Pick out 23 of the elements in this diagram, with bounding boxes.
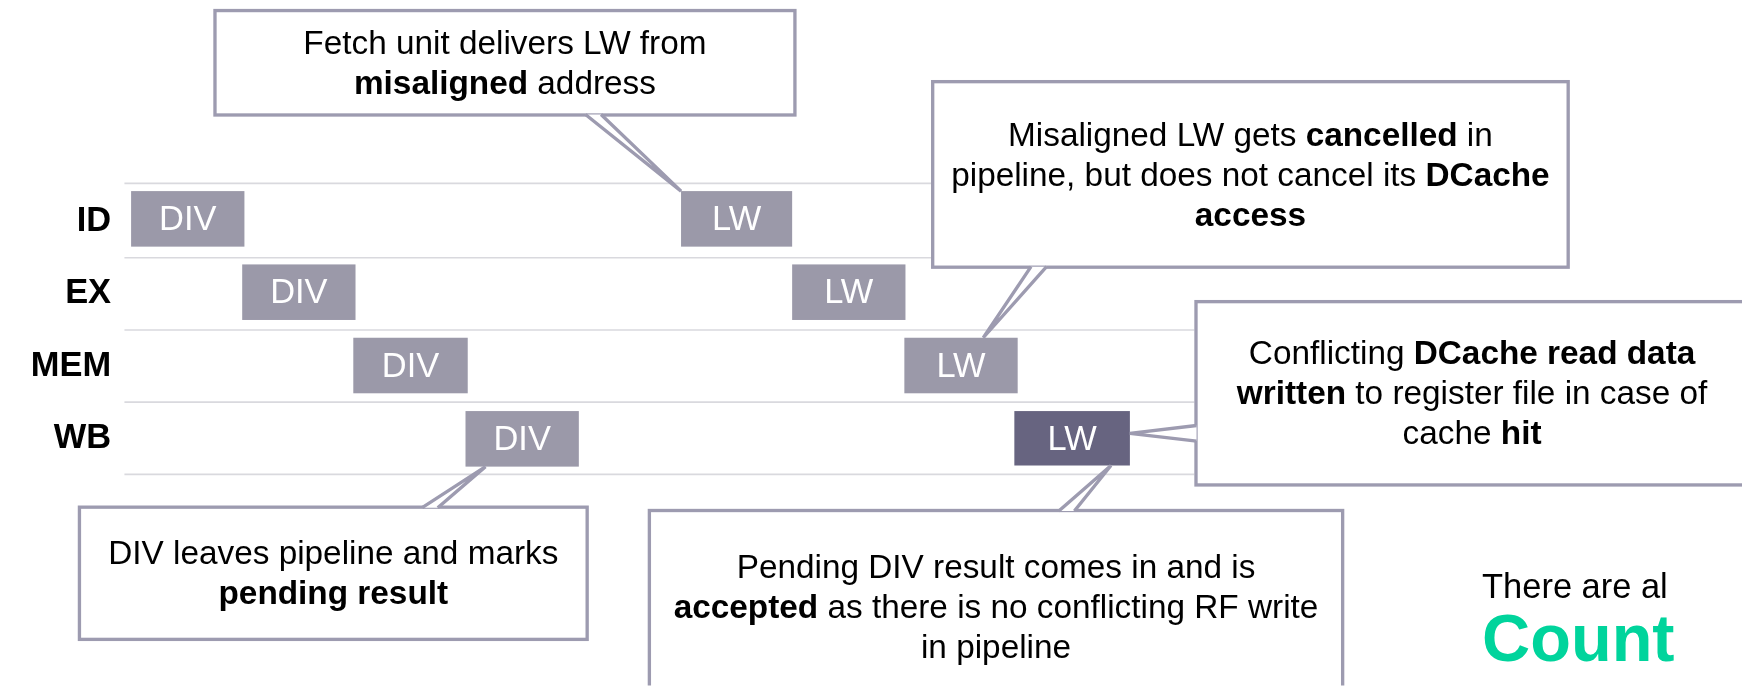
instruction-box: LW bbox=[904, 337, 1018, 394]
instruction-box: LW bbox=[1014, 411, 1130, 466]
callout-pointer bbox=[583, 112, 683, 193]
heading: Count bbox=[1482, 605, 1675, 673]
callout-pointer bbox=[981, 264, 1049, 340]
callout-pointer bbox=[420, 464, 488, 510]
callout-box: Conflicting DCache read data written to register file in case of cache hit bbox=[1194, 299, 1742, 487]
instruction-box: DIV bbox=[131, 191, 245, 247]
stage-label: WB bbox=[52, 416, 112, 457]
callout-box: Pending DIV result comes in and is accepted as there is no conflicting RF write in pipeline bbox=[647, 508, 1345, 686]
instruction-box: DIV bbox=[242, 264, 356, 320]
stage-label: EX bbox=[64, 272, 112, 313]
instruction-box: DIV bbox=[465, 411, 579, 467]
stage-label: MEM bbox=[29, 344, 112, 385]
callout-pointer bbox=[1128, 423, 1199, 443]
callout-pointer bbox=[1057, 463, 1113, 513]
stage-label: ID bbox=[75, 200, 112, 240]
callout-box: Misaligned LW gets cancelled in pipeline, but does not cancel its DCache access bbox=[931, 80, 1570, 269]
callout-box: DIV leaves pipeline and marks pending result bbox=[77, 505, 589, 642]
text-line: There are al bbox=[1482, 566, 1668, 607]
instruction-box: LW bbox=[681, 191, 793, 247]
instruction-box: LW bbox=[792, 264, 906, 320]
instruction-box: DIV bbox=[353, 337, 468, 394]
